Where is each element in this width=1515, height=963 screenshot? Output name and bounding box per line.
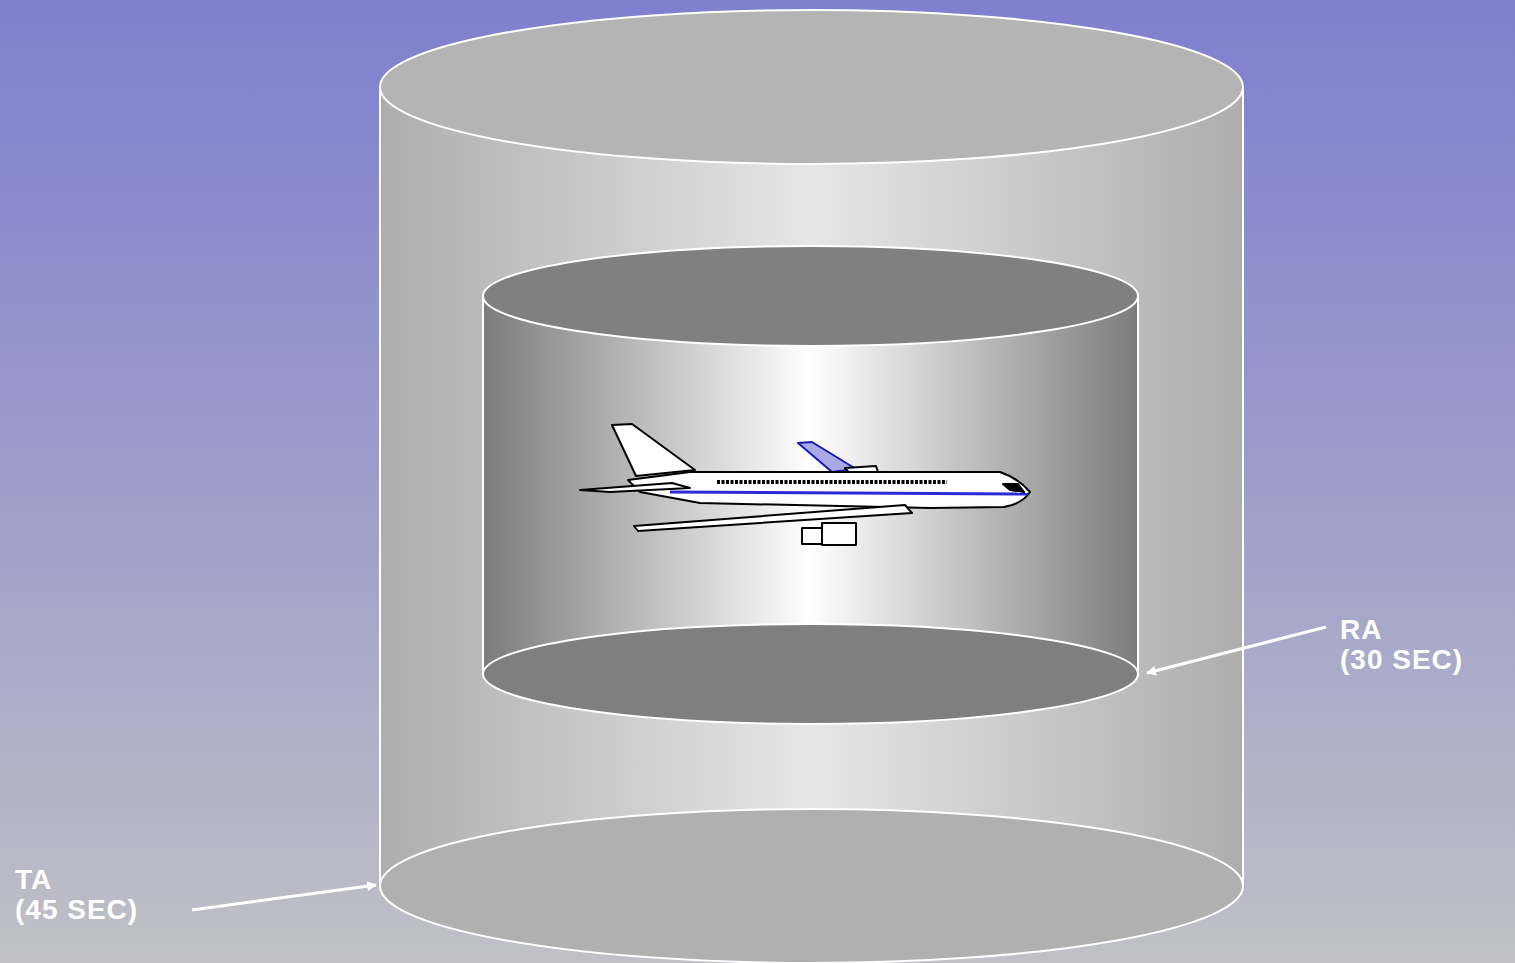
cylinder-bottom bbox=[380, 809, 1243, 963]
leader-arrow bbox=[192, 885, 376, 910]
cylinder-body bbox=[483, 296, 1138, 724]
cylinder-side bbox=[379, 87, 381, 886]
cylinder-top bbox=[483, 246, 1138, 346]
cylinder-side bbox=[482, 296, 484, 674]
leader-arrow bbox=[1147, 627, 1326, 673]
cylinder-top bbox=[380, 10, 1243, 164]
range-cylinder: RA (30 SEC) bbox=[483, 246, 1138, 724]
zone-label: TA (45 SEC) bbox=[15, 865, 138, 925]
zone-label: RA (30 SEC) bbox=[1340, 615, 1463, 675]
cylinder-body bbox=[380, 87, 1243, 963]
airplane bbox=[580, 424, 1030, 545]
cylinder-outline bbox=[483, 246, 1138, 724]
cylinder-side bbox=[1137, 296, 1139, 674]
range-cylinder: TA (45 SEC)RA (30 SEC) bbox=[380, 10, 1243, 963]
cylinder-bottom bbox=[483, 624, 1138, 724]
cylinder-side bbox=[1242, 87, 1244, 886]
